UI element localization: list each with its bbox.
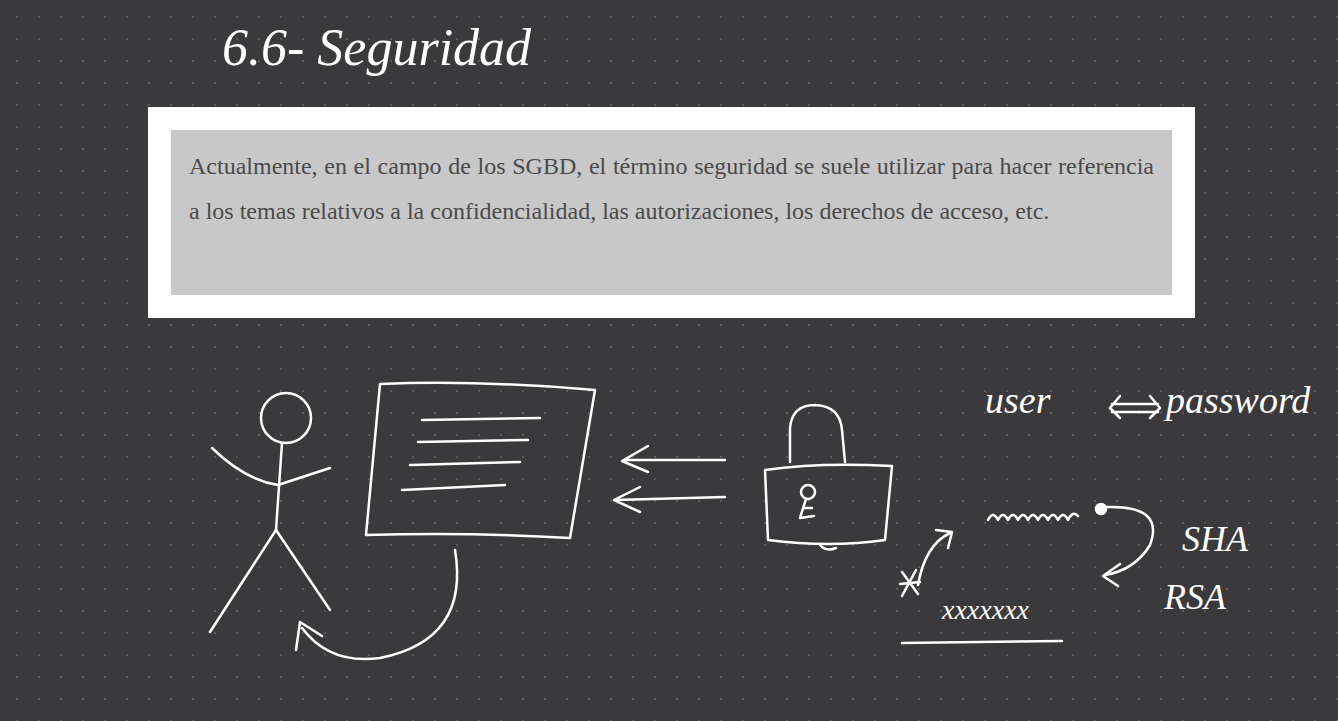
handwritten-label: xxxxxxx — [942, 594, 1029, 626]
plaintext-squiggle — [988, 514, 1078, 520]
document-sketch — [366, 383, 595, 538]
page-title: 6.6- Seguridad — [222, 18, 531, 77]
text-panel: Actualmente, en el campo de los SGBD, el… — [171, 130, 1172, 295]
double-arrow — [1110, 396, 1160, 418]
handwritten-label: user — [985, 378, 1050, 422]
access-arrow — [622, 446, 725, 472]
handwritten-label: password — [1166, 378, 1310, 422]
cross-mark — [900, 570, 920, 596]
body-text: Actualmente, en el campo de los SGBD, el… — [189, 144, 1154, 234]
handwritten-label: RSA — [1164, 576, 1226, 618]
text-box: Actualmente, en el campo de los SGBD, el… — [148, 107, 1195, 318]
access-arrow — [614, 487, 725, 512]
return-arrow — [302, 550, 457, 659]
reverse-arrow — [918, 530, 952, 585]
underline — [902, 641, 1062, 643]
lock-icon — [765, 405, 892, 549]
handwritten-label: SHA — [1182, 518, 1248, 560]
arrowhead — [296, 622, 322, 650]
stick-figure — [210, 393, 330, 632]
dot — [1096, 504, 1106, 514]
hash-arrow — [1103, 507, 1153, 586]
